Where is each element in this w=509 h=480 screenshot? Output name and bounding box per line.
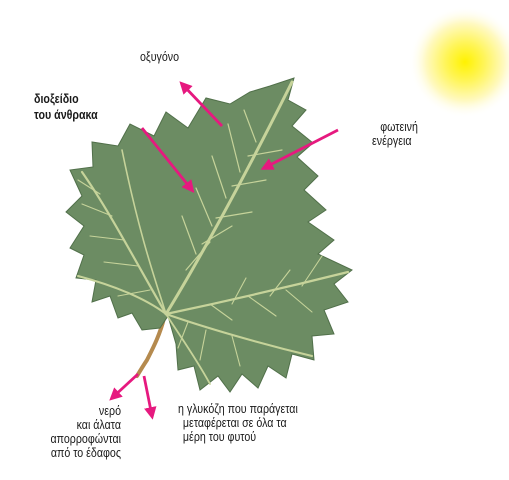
carbon-dioxide-text-line2: του άνθρακα	[34, 108, 98, 122]
oxygen-label: οξυγόνο	[140, 50, 179, 64]
light-energy-text-line1: φωτεινή	[372, 120, 418, 134]
water-salts-text-line4: από το έδαφος	[50, 446, 121, 460]
water-salts-text-line1: νερό	[50, 404, 121, 418]
glucose-text-line3: μέρη του φυτού	[178, 430, 298, 444]
water-salts-text-line3: απορροφώνται	[50, 432, 121, 446]
light-energy-label: φωτεινή ενέργεια	[372, 120, 418, 148]
glucose-text-line1: η γλυκόζη που παράγεται	[178, 402, 298, 416]
glucose-arrow	[144, 376, 152, 416]
light-energy-text-line2: ενέργεια	[372, 134, 418, 148]
water-salts-text-line2: και άλατα	[50, 418, 121, 432]
carbon-dioxide-text-line1: διοξείδιο	[34, 92, 98, 106]
water-salts-label: νερό και άλατα απορροφώνται από το έδαφο…	[50, 404, 121, 460]
leaf-icon	[66, 78, 352, 392]
carbon-dioxide-label: διοξείδιο του άνθρακα	[34, 92, 98, 122]
sun-icon	[409, 6, 509, 118]
glucose-label: η γλυκόζη που παράγεται μεταφέρεται σε ό…	[178, 402, 298, 444]
oxygen-text: οξυγόνο	[140, 50, 179, 64]
glucose-text-line2: μεταφέρεται σε όλα τα	[178, 416, 298, 430]
water-salts-arrow	[112, 374, 138, 398]
